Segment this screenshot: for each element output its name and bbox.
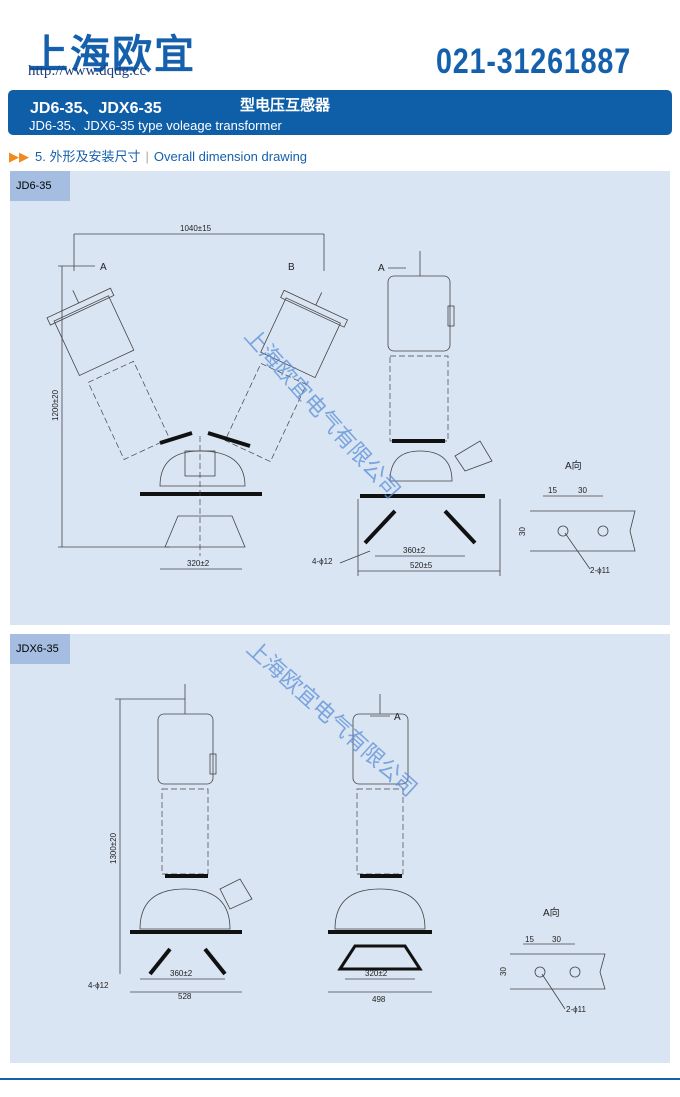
- separator: |: [145, 149, 149, 164]
- drawing-panel-jd6: JD6-35 1040±15 1200±20 A B 320±2 A: [10, 171, 670, 625]
- view-title: A向: [565, 459, 582, 472]
- dim-15: 15: [548, 486, 557, 495]
- jdx6-drawing: 1300±20 360±2 528 4-ϕ12 A 320±2 498 A向 1…: [88, 684, 606, 1014]
- dim-30: 30: [552, 935, 561, 944]
- label-b: B: [288, 262, 295, 273]
- right-insulator-arm: [224, 289, 349, 463]
- dim-528: 528: [178, 992, 192, 1001]
- dim-520: 520±5: [410, 561, 433, 570]
- footer-line: [0, 1078, 680, 1080]
- dim-height: 1300±20: [109, 832, 118, 864]
- dim-width: 1040±15: [180, 224, 212, 233]
- dim-498: 498: [372, 995, 386, 1004]
- dim-v30: 30: [499, 967, 508, 976]
- side-label-a: A: [394, 712, 401, 723]
- holes-label: 4-ϕ12: [88, 981, 109, 990]
- section-heading: ▶▶ 5. 外形及安装尺寸 | Overall dimension drawing: [9, 146, 307, 165]
- dim-height: 1200±20: [51, 389, 60, 421]
- side-label-a: A: [378, 263, 385, 274]
- company-logo: 上海欧宜: [28, 32, 196, 78]
- phone-number: 021-31261887: [436, 42, 631, 81]
- panel-tag: JDX6-35: [10, 634, 70, 664]
- dim-base: 320±2: [187, 559, 210, 568]
- holes-label: 4-ϕ12: [312, 557, 333, 566]
- view-title: A向: [543, 906, 560, 919]
- jd6-drawing: 1040±15 1200±20 A B 320±2 A: [46, 224, 636, 576]
- section-title-en: Overall dimension drawing: [153, 149, 308, 164]
- left-insulator-arm: [46, 287, 170, 460]
- view-holes: 2-ϕ11: [590, 566, 610, 575]
- double-arrow-icon: ▶▶: [9, 149, 29, 164]
- dim-360: 360±2: [170, 969, 193, 978]
- section-title-cn: 5. 外形及安装尺寸: [35, 149, 141, 164]
- website-url[interactable]: http://www.dqdg.cc: [28, 63, 147, 79]
- drawing-panel-jdx6: JDX6-35 1300±20 360±2 528 4-ϕ12 A 320±2 …: [10, 634, 670, 1063]
- type-title-cn: 型电压互感器: [240, 97, 331, 114]
- view-holes: 2-ϕ11: [566, 1005, 586, 1014]
- model-title: JD6-35、JDX6-35: [30, 100, 162, 117]
- label-a: A: [100, 262, 107, 273]
- dim-360: 360±2: [403, 546, 426, 555]
- dim-v30: 30: [518, 527, 527, 536]
- dim-320: 320±2: [365, 969, 388, 978]
- panel-tag: JD6-35: [10, 171, 70, 201]
- subtitle-en: JD6-35、JDX6-35 type voleage transformer: [29, 118, 282, 133]
- dim-15: 15: [525, 935, 534, 944]
- title-banner: JD6-35、JDX6-35 型电压互感器 JD6-35、JDX6-35 typ…: [8, 90, 672, 135]
- dim-30: 30: [578, 486, 587, 495]
